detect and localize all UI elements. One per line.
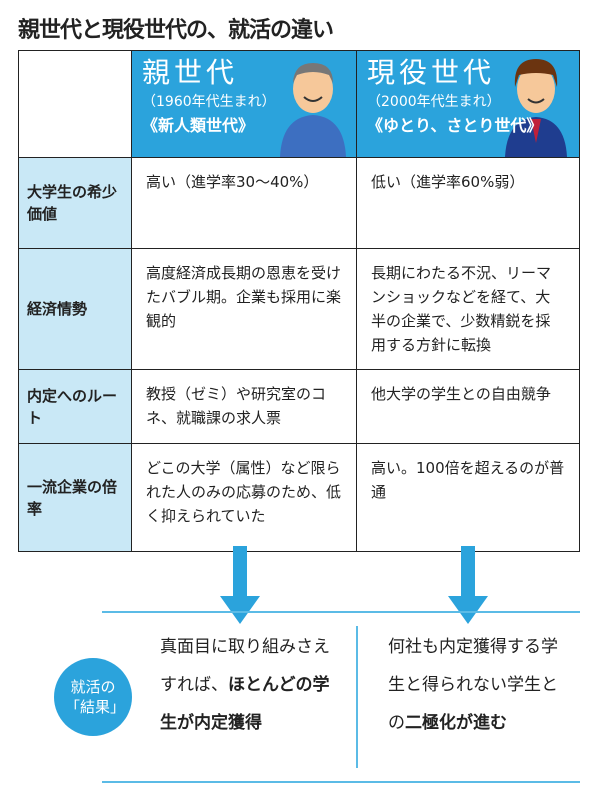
current-cell: 長期にわたる不況、リーマンショックなどを経て、大半の企業で、少数精鋭を採用する方… [356, 248, 580, 370]
result-parent-text: 真面目に取り組みさえすれば、 [160, 637, 330, 695]
header-current: 現役世代 （2000年代生まれ） 《ゆとり、さとり世代》 [356, 50, 580, 158]
result-current-emphasis: 二極化が進む [405, 713, 507, 733]
row-label: 大学生の希少価値 [18, 157, 132, 249]
parent-cell: どこの大学（属性）など限られた人のみの応募のため、低く抑えられていた [131, 443, 357, 552]
column-tag: 《ゆとり、さとり世代》 [367, 116, 543, 135]
page-title: 親世代と現役世代の、就活の違い [18, 18, 334, 43]
result-parent: 真面目に取り組みさえすれば、ほとんどの学生が内定獲得 [160, 628, 340, 742]
row-label: 一流企業の倍率 [18, 443, 132, 552]
parent-cell: 高い（進学率30〜40%） [131, 157, 357, 249]
result-current: 何社も内定獲得する学生と得られない学生との二極化が進む [388, 628, 558, 742]
result-parent-emphasis: ほとんどの学生が内定獲得 [160, 675, 330, 733]
arrow-right-shaft [461, 546, 475, 598]
column-born: （1960年代生まれ） [142, 94, 276, 110]
arrow-left-shaft [233, 546, 247, 598]
divider-vertical [356, 626, 358, 768]
row-label: 内定へのルート [18, 369, 132, 444]
row-label: 経済情勢 [18, 248, 132, 370]
result-badge: 就活の「結果」 [54, 658, 132, 736]
young-man-illustration [505, 59, 567, 157]
current-cell: 高い。100倍を超えるのが普通 [356, 443, 580, 552]
column-born: （2000年代生まれ） [367, 94, 501, 110]
corner-cell [18, 50, 132, 158]
older-man-illustration [280, 63, 346, 157]
divider-top [102, 611, 580, 613]
header-parent: 親世代 （1960年代生まれ） 《新人類世代》 [131, 50, 357, 158]
column-title: 親世代 [142, 56, 239, 89]
result-label: 就活の「結果」 [65, 678, 126, 716]
result-current-text: 何社も内定獲得する学生と得られない学生との [388, 637, 558, 733]
divider-bottom [102, 781, 580, 783]
column-title: 現役世代 [367, 56, 496, 89]
parent-cell: 高度経済成長期の恩恵を受けたバブル期。企業も採用に楽観的 [131, 248, 357, 370]
current-cell: 低い（進学率60%弱） [356, 157, 580, 249]
parent-cell: 教授（ゼミ）や研究室のコネ、就職課の求人票 [131, 369, 357, 444]
current-cell: 他大学の学生との自由競争 [356, 369, 580, 444]
arrow-down-icon [220, 596, 260, 624]
column-tag: 《新人類世代》 [142, 116, 255, 135]
arrow-down-icon [448, 596, 488, 624]
comparison-table: 親世代 （1960年代生まれ） 《新人類世代》 現役世代 （2000年代生まれ）… [18, 50, 580, 552]
